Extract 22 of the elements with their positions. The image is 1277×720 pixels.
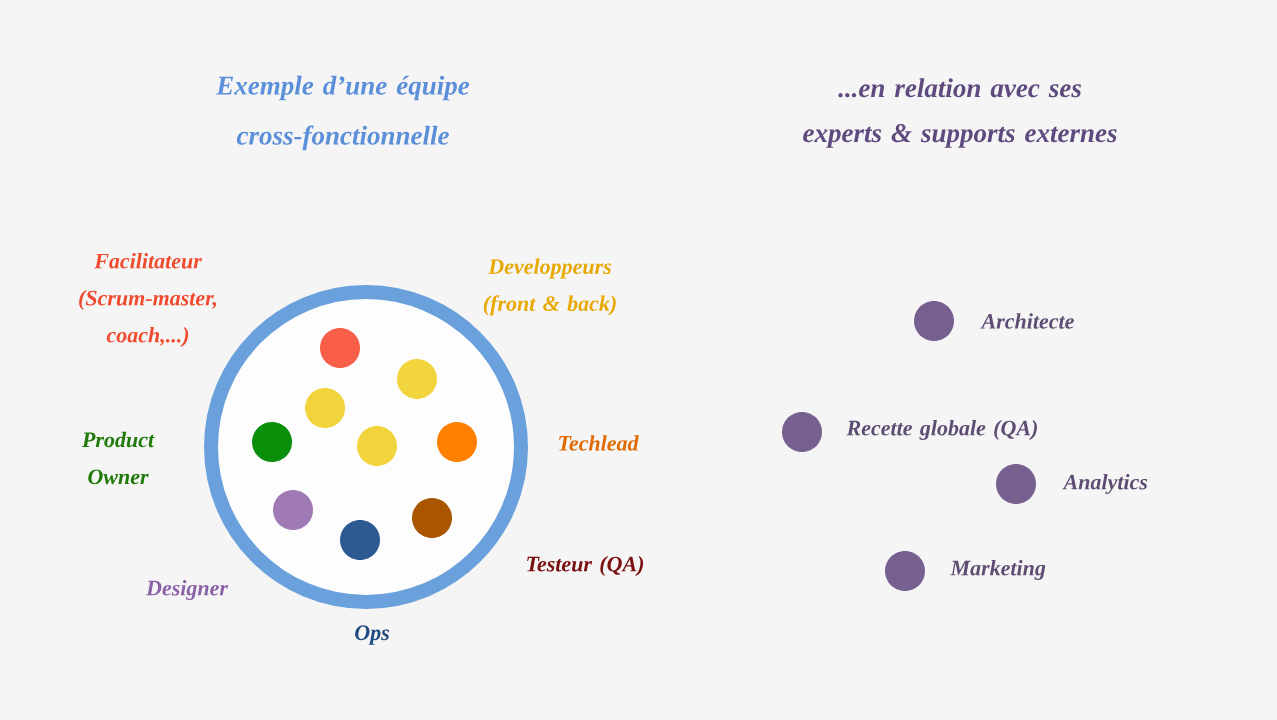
colored-dot [252,422,292,462]
role-label: Marketing [950,560,1046,580]
role-label: Facilitateur (Scrum-master, coach,...) [79,253,217,347]
colored-dot [397,359,437,399]
colored-dot [305,388,345,428]
colored-dot [320,328,360,368]
colored-dot [357,426,397,466]
colored-dot [437,422,477,462]
role-label: Architecte [980,313,1074,329]
role-label: Ops [355,625,390,645]
colored-dot [412,498,452,538]
role-label: Recette globale (QA) [846,420,1037,440]
colored-dot [273,490,313,530]
role-label: Product Owner [81,431,155,485]
role-label: Testeur (QA) [527,556,644,576]
colored-dot [340,520,380,560]
role-label: Techlead [559,435,639,451]
title: Exemple d’une équipe cross-fonctionnelle [216,75,470,151]
role-label: Analytics [1062,474,1148,494]
heading: ...en relation avec ses experts & supports externes [803,78,1117,148]
role-label: Developpeurs (front & back) [483,258,616,316]
role-label: Designer [145,580,229,600]
